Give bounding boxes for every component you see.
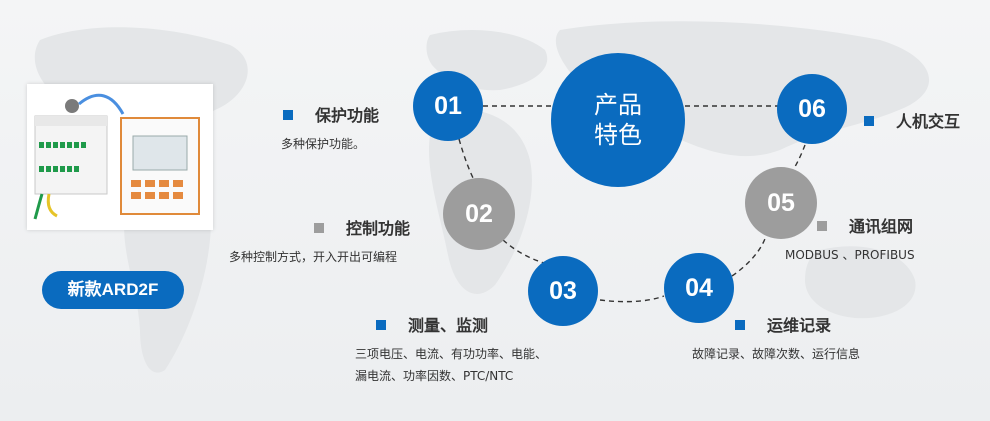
device-illustration	[33, 93, 200, 220]
bullet-square-icon	[735, 319, 745, 330]
feature-title-02: 控制功能	[314, 215, 410, 239]
product-image	[27, 84, 213, 230]
bullet-square-icon	[314, 222, 324, 233]
feature-circle-03: 03	[528, 256, 598, 326]
center-title-line2: 特色	[594, 121, 642, 149]
bullet-square-icon	[283, 109, 293, 120]
feature-desc-05: MODBUS 、PROFIBUS	[785, 248, 915, 262]
feature-circle-04: 04	[664, 253, 734, 323]
feature-title-06: 人机交互	[864, 108, 960, 132]
feature-desc-02: 多种控制方式，开入开出可编程	[229, 250, 398, 264]
feature-circle-01: 01	[413, 71, 483, 141]
feature-circle-05: 05	[745, 167, 817, 239]
feature-title-04: 运维记录	[735, 312, 831, 336]
model-badge: 新款ARD2F	[42, 271, 184, 309]
center-title-line1: 产品	[594, 91, 642, 119]
feature-desc-04: 故障记录、故障次数、运行信息	[692, 347, 861, 361]
feature-title-01: 保护功能	[283, 102, 379, 126]
feature-desc-03: 三项电压、电流、有功功率、电能、 漏电流、功率因数、PTC/NTC	[355, 347, 548, 383]
bullet-square-icon	[817, 220, 827, 231]
bullet-square-icon	[864, 115, 874, 126]
center-circle: 产品 特色	[551, 53, 685, 187]
feature-desc-01: 多种保护功能。	[281, 137, 366, 151]
feature-circle-02: 02	[443, 178, 515, 250]
feature-title-03: 测量、监测	[376, 312, 488, 336]
feature-circle-06: 06	[777, 74, 847, 144]
feature-title-05: 通讯组网	[817, 213, 913, 237]
bullet-square-icon	[376, 319, 386, 330]
